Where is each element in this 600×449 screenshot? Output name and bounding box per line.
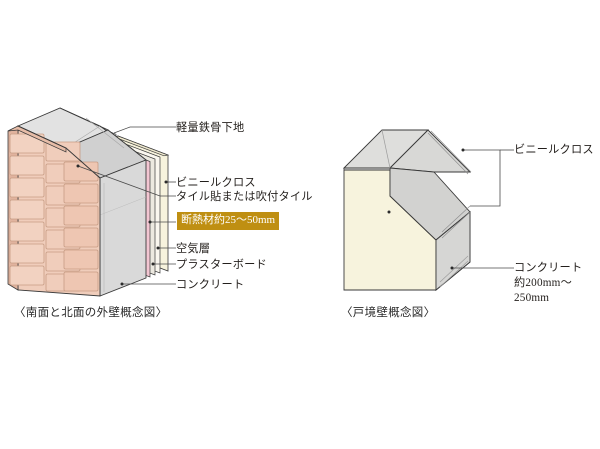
exterior-wall-drawing — [7, 107, 176, 297]
party-wall-drawing — [342, 129, 514, 291]
label-vinyl-cloth: ビニールクロス — [176, 177, 256, 189]
label-tile-or-spray-tile: タイル貼または吹付タイル — [176, 191, 313, 203]
leader-dots-right — [387, 148, 465, 270]
party-wall-diagram: ビニールクロス コンクリート 約200mm〜 250mm — [330, 0, 600, 340]
exterior-wall-diagram: 軽量鉄骨下地 ビニールクロス タイル貼または吹付タイル 断熱材約25〜50mm … — [0, 0, 340, 340]
label-air-layer: 空気層 — [176, 243, 211, 255]
label-concrete-thickness: コンクリート 約200mm〜 250mm — [514, 262, 583, 304]
layer-tile-face — [7, 125, 101, 297]
layer-concrete-body — [342, 129, 472, 291]
layer-concrete — [16, 107, 147, 297]
leader-lines-right — [452, 149, 514, 269]
label-concrete: コンクリート — [176, 279, 245, 291]
leader-dots — [76, 164, 168, 286]
label-insulation-highlight: 断熱材約25〜50mm — [177, 212, 280, 230]
label-plaster-board: プラスターボード — [176, 259, 267, 271]
caption-exterior-wall: 〈南面と北面の外壁概念図〉 — [14, 307, 168, 319]
label-vinyl-cloth-right: ビニールクロス — [514, 144, 594, 156]
label-light-gauge-steel-frame: 軽量鉄骨下地 — [176, 122, 245, 134]
leader-lines — [77, 126, 176, 285]
caption-party-wall: 〈戸境壁概念図〉 — [341, 307, 436, 319]
